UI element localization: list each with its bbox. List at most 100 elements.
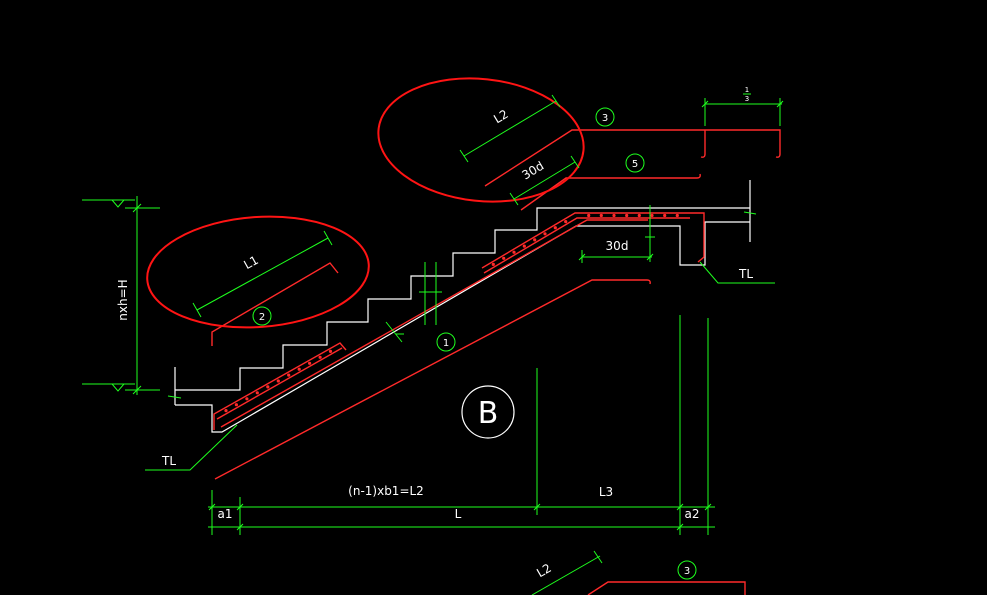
distribution-bar-dot [675,213,679,218]
steps-span-label: (n-1)xb1=L2 [348,484,424,498]
distribution-bar-dot [328,349,333,353]
highlight-ellipse-left [146,215,370,329]
bar-mark-circle [677,560,697,580]
bar-mark-circle [595,107,615,127]
section-mark-circle [461,385,515,439]
dimension-l1: L1 [192,230,333,318]
bar-mark-3: 3 [595,107,615,127]
slab-bottom-bar [220,219,648,428]
distribution-bar-dot [287,373,291,377]
dimension-line [463,100,557,157]
distribution-bar-dot [255,391,259,395]
bar-3-partial-detail [587,581,746,595]
distribution-bar-dot [224,409,228,413]
distribution-bar-dot [266,385,270,389]
dimension-tick [192,302,202,318]
thickness-mark [385,321,403,343]
dimension-tick [570,155,580,169]
slab-reinforcement [213,212,705,430]
distribution-bar-dot [637,213,641,218]
distribution-bar-dot [564,220,568,224]
stair-outline [174,180,751,433]
break-mark-left [167,395,182,399]
bar-mark-circle [625,153,645,173]
dimension-tick [701,100,709,108]
distribution-bar-dot [491,262,495,266]
dimension-tick [676,503,684,511]
bar-3-hook [700,130,706,158]
dimension-tick [459,149,469,163]
dimension-label: nxh=H [116,279,130,320]
dimension-line [531,555,601,595]
lower-top-bar [213,342,347,430]
dimension-tick [323,230,333,246]
distribution-bar-dot [276,379,280,383]
upper-top-bar [481,212,705,269]
fraction-denominator: 3 [745,95,749,103]
bar-3-detail [484,129,781,187]
dimension-tick [676,523,684,531]
distribution-bar-dot [234,403,238,407]
dimension-tick [551,94,561,108]
bar-mark-label: 3 [602,113,608,124]
dimension-label: L1 [241,253,260,272]
bar-mark-1: 1 [436,332,456,352]
break-mark-right [743,211,757,215]
bar-mark-label: 2 [259,312,265,323]
dimension-tick [533,503,541,511]
distribution-bar-dot [522,244,526,248]
dimension-tick [509,192,519,206]
total-span-label: L [455,507,462,521]
beam-label: TL [738,267,753,281]
dimension-tick [704,503,712,511]
bar-mark-circle [436,332,456,352]
elevation-marker-icon [110,199,126,208]
distribution-bar-dot [599,213,603,218]
distribution-bar-dots [224,213,679,413]
highlight-ellipse-top [377,77,585,203]
span-dimensions: (n-1)xb1=L2 L3 a1 L a2 [208,315,715,535]
bar-2-detail [211,262,339,346]
bar-mark-2: 2 [252,306,272,326]
bar-mark-5: 5 [625,153,645,173]
step-marks [167,205,757,399]
partial-detail: L2 3 [531,550,697,595]
upper-landing-span-label: L3 [599,485,613,499]
dimension-line [196,237,329,311]
dimension-30d-right: 30d [578,239,654,263]
distribution-bar-dot [543,232,547,236]
step-profile [175,207,750,391]
dimension-tick [208,503,216,511]
distribution-bar-dot [512,250,516,254]
leader-line [145,424,238,471]
dimension-tick [578,253,586,261]
distribution-bar-dot [553,226,557,230]
dimension-label: 30d [520,159,547,183]
distribution-bar-dot [533,238,537,242]
bar-mark-circle [252,306,272,326]
dimension-tick [236,503,244,511]
section-mark: B [461,385,515,439]
distribution-bar-dot [650,213,654,218]
bar-mark-label: 5 [632,159,638,170]
dimension-label: L2 [534,561,553,580]
dimension-tick [646,253,654,261]
beam-label: TL [161,454,176,468]
beam-label-lower: TL [145,424,238,471]
dimension-tick [132,203,142,213]
distribution-bar-dot [612,213,616,218]
dimension-tick [593,550,603,564]
bar-mark-label: 1 [443,338,449,349]
distribution-bar-dot [625,213,629,218]
dimension-label: L2 [491,107,510,126]
slab-soffit [175,221,750,433]
distribution-bar-dot [318,355,322,359]
dimension-l2-top: L2 [459,94,561,163]
section-mark-label: B [478,396,499,431]
dimension-height: nxh=H [82,196,160,395]
bar-5-detail [520,173,701,211]
dimension-tick [236,523,244,531]
distribution-bar-dot [245,397,249,401]
